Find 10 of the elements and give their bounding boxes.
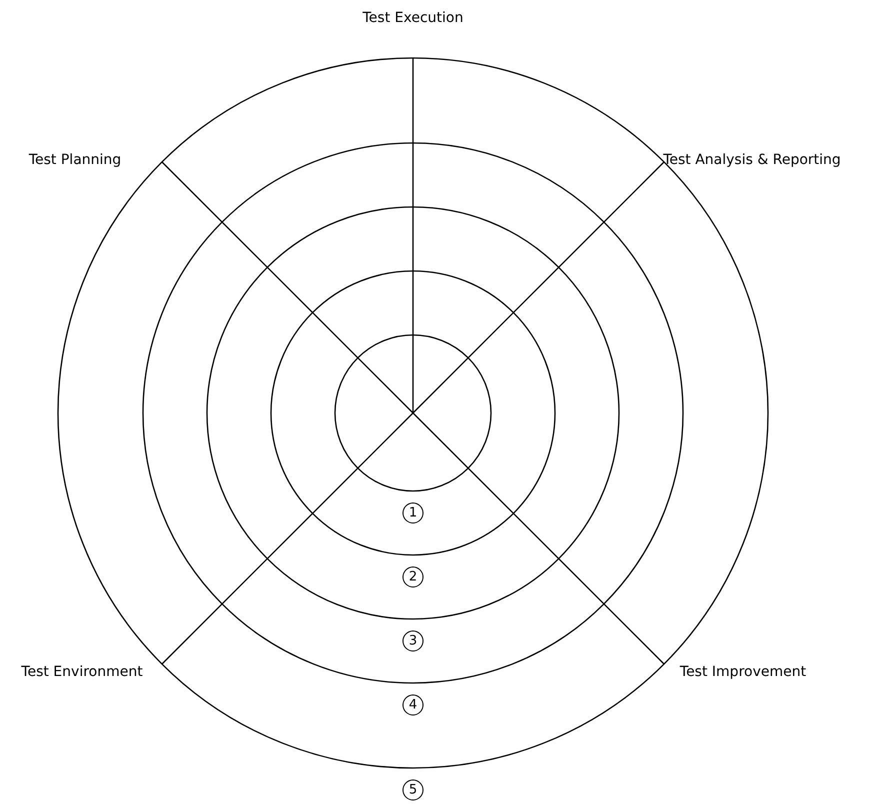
axis-label: Test Improvement [680, 664, 806, 680]
callout-number: 4 [402, 694, 424, 716]
axis-label: Test Environment [21, 664, 143, 680]
callout-number: 1 [402, 502, 424, 524]
axis-label: Test Execution [362, 10, 464, 26]
callout-number: 3 [402, 630, 424, 652]
callout-number: 5 [402, 780, 424, 800]
axis-label: Test Planning [28, 152, 122, 168]
callout-number: 2 [402, 566, 424, 588]
axis-label: Test Analysis & Reporting [663, 152, 841, 168]
